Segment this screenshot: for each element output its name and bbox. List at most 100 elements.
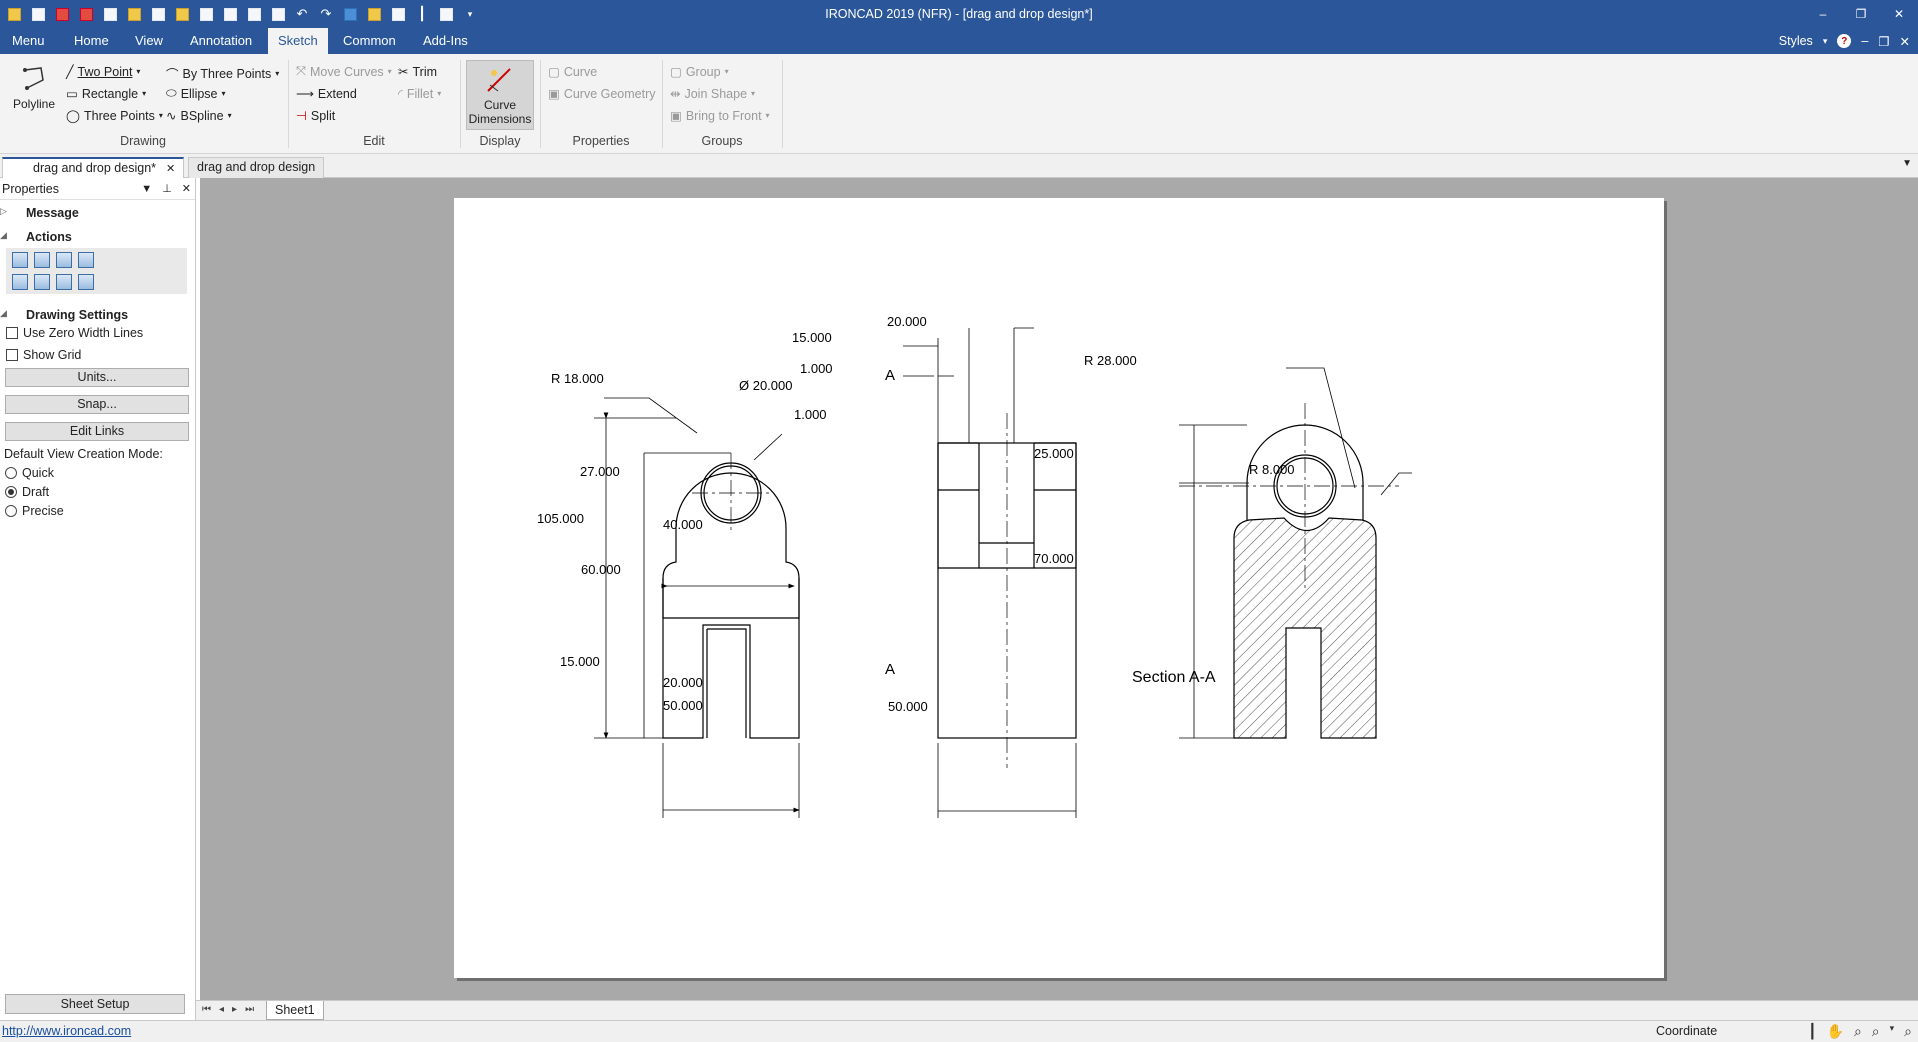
pin-icon[interactable]: ⊥	[162, 183, 172, 195]
checkbox-box[interactable]	[6, 349, 18, 361]
standard-view-icon[interactable]	[12, 274, 28, 290]
units-button[interactable]: Units...	[5, 368, 189, 387]
side-view[interactable]	[937, 413, 1077, 768]
drawing-settings-section[interactable]: ◢Drawing Settings	[0, 294, 195, 322]
three-points-button[interactable]: ◯Three Points▾	[66, 108, 163, 124]
doc-tab-active[interactable]: drag and drop design*✕	[2, 157, 185, 178]
doc-tab[interactable]: drag and drop design	[188, 157, 325, 178]
help-icon[interactable]: ?	[1837, 34, 1852, 48]
pan-icon[interactable]: ✋	[1826, 1023, 1844, 1039]
tab-menu[interactable]: Menu	[12, 33, 45, 48]
use-zero-width-checkbox[interactable]: Use Zero Width Lines	[0, 322, 195, 340]
folder-icon[interactable]	[172, 4, 192, 24]
tab-annotation[interactable]: Annotation	[190, 33, 253, 48]
panel-close-icon[interactable]: ✕	[181, 183, 191, 195]
show-grid-checkbox[interactable]: Show Grid	[0, 340, 195, 362]
drawing-canvas[interactable]: R 18.000 Ø 20.000 105.000 27.000 60.000 …	[200, 178, 1918, 1000]
message-section[interactable]: ▷Message	[0, 200, 195, 220]
sheet-setup-button[interactable]: Sheet Setup	[5, 994, 185, 1014]
print-icon[interactable]	[244, 4, 264, 24]
snap-button[interactable]: Snap...	[5, 395, 189, 414]
undo-icon[interactable]: ↶	[296, 6, 308, 21]
qat-dropdown-icon[interactable]: ▾	[467, 8, 473, 19]
open-folder-icon[interactable]	[124, 4, 144, 24]
tab-home[interactable]: Home	[74, 33, 109, 48]
zoom-icon[interactable]: ⌕	[1853, 1023, 1862, 1039]
sheet-tab[interactable]: Sheet1	[266, 1001, 324, 1020]
doc-close-button[interactable]: ✕	[1899, 34, 1910, 49]
polyline-button[interactable]: Polyline	[10, 64, 58, 111]
technical-drawing[interactable]: R 18.000 Ø 20.000 105.000 27.000 60.000 …	[454, 198, 1664, 978]
zoom-window-icon[interactable]: ⌕	[1871, 1023, 1880, 1039]
tab-view[interactable]: View	[135, 33, 163, 48]
radio-quick[interactable]: Quick	[0, 461, 195, 480]
two-point-button[interactable]: ╱Two Point▾	[66, 64, 140, 80]
move-curves-button[interactable]: ⤧Move Curves▾	[296, 64, 392, 79]
close-button[interactable]: ✕	[1893, 7, 1905, 21]
doc-restore-button[interactable]: ❐	[1878, 34, 1890, 49]
close-tab-icon[interactable]: ✕	[166, 163, 176, 175]
fillet-button[interactable]: ◜Fillet▾	[398, 86, 441, 102]
zoom-fit-icon[interactable]: ⌕	[1904, 1023, 1912, 1039]
curve-dimensions-button[interactable]: Curve Dimensions	[466, 60, 534, 130]
tree-icon[interactable]	[78, 274, 94, 290]
trim-button[interactable]: ✂Trim	[398, 64, 437, 80]
tab-add-ins[interactable]: Add-Ins	[423, 33, 468, 48]
styles-dropdown[interactable]: Styles	[1778, 34, 1813, 48]
group-button[interactable]: ▢Group▾	[670, 64, 729, 80]
ruler-icon[interactable]: ┃	[418, 6, 426, 21]
save-icon[interactable]	[196, 4, 216, 24]
bspline-button[interactable]: ∿BSpline▾	[166, 108, 232, 124]
insert-view-icon[interactable]	[34, 252, 50, 268]
checkbox-box[interactable]	[6, 327, 18, 339]
save-all-icon[interactable]	[100, 4, 120, 24]
radio-circle[interactable]	[5, 505, 17, 517]
layout-icon[interactable]	[436, 4, 456, 24]
radio-precise[interactable]: Precise	[0, 499, 195, 518]
prev-sheet-icon[interactable]: ◂	[219, 1004, 225, 1015]
panel-dropdown-icon[interactable]: ▼	[141, 183, 153, 195]
doc-minimize-button[interactable]: –	[1861, 34, 1869, 48]
folder-action-icon[interactable]	[78, 252, 94, 268]
curve-geometry-button[interactable]: ▣Curve Geometry	[548, 86, 656, 102]
image-icon[interactable]	[364, 4, 384, 24]
bring-to-front-button[interactable]: ▣Bring to Front▾	[670, 108, 770, 124]
edit-links-button[interactable]: Edit Links	[5, 422, 189, 441]
new-icon[interactable]	[28, 4, 48, 24]
radio-circle-selected[interactable]	[5, 486, 17, 498]
zoom-dropdown-icon[interactable]: ▾	[1889, 1023, 1895, 1033]
split-button[interactable]: ⊣Split	[296, 108, 335, 124]
by-three-points-button[interactable]: ⌒By Three Points▾	[166, 64, 279, 83]
last-sheet-icon[interactable]: ⏭	[245, 1004, 255, 1015]
join-shape-button[interactable]: ⇹Join Shape▾	[670, 86, 755, 102]
radio-draft[interactable]: Draft	[0, 480, 195, 499]
next-sheet-icon[interactable]: ▸	[232, 1004, 238, 1015]
ruler-tool-icon[interactable]: ┃	[1808, 1023, 1817, 1039]
save-as-icon[interactable]	[220, 4, 240, 24]
3d-view-icon[interactable]	[34, 274, 50, 290]
magnet-icon[interactable]	[56, 252, 72, 268]
drawing-sheet[interactable]: R 18.000 Ø 20.000 105.000 27.000 60.000 …	[454, 198, 1664, 978]
select-icon[interactable]	[340, 4, 360, 24]
close-doc-icon[interactable]	[76, 4, 96, 24]
bom-icon[interactable]	[56, 274, 72, 290]
tab-list-icon[interactable]: ▼	[1902, 158, 1912, 169]
actions-section[interactable]: ◢Actions	[0, 220, 195, 244]
email-icon[interactable]	[52, 4, 72, 24]
curve-properties-button[interactable]: ▢Curve	[548, 64, 597, 80]
tab-sketch[interactable]: Sketch	[268, 28, 328, 54]
radio-circle[interactable]	[5, 467, 17, 479]
ellipse-button[interactable]: ⬭Ellipse▾	[166, 86, 226, 101]
website-link[interactable]: http://www.ironcad.com	[2, 1024, 132, 1038]
front-view[interactable]	[662, 453, 800, 739]
section-view[interactable]	[1179, 403, 1399, 739]
rectangle-button[interactable]: ▭Rectangle▾	[66, 86, 146, 102]
minimize-button[interactable]: –	[1819, 7, 1827, 21]
print-preview-icon[interactable]	[268, 4, 288, 24]
extend-button[interactable]: ⟶Extend	[296, 86, 357, 102]
export-icon[interactable]	[148, 4, 168, 24]
tab-common[interactable]: Common	[343, 33, 396, 48]
properties-icon[interactable]	[388, 4, 408, 24]
app-icon[interactable]	[4, 4, 24, 24]
first-sheet-icon[interactable]: ⏮	[202, 1004, 211, 1015]
